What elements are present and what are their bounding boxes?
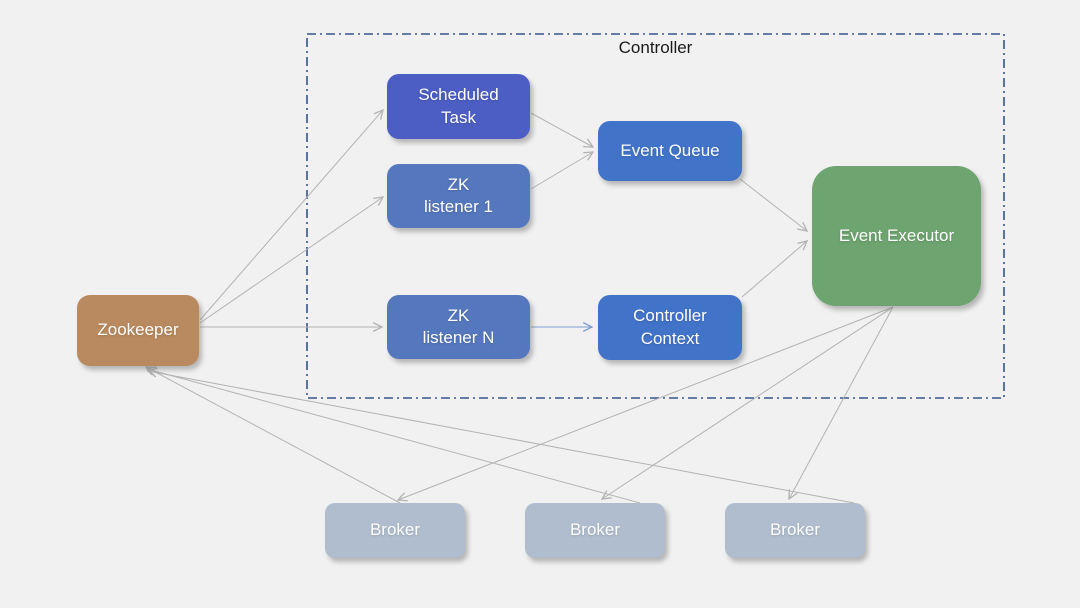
edge-zookeeper-to-scheduled-task (199, 110, 383, 321)
edge-event-executor-to-broker-1 (398, 306, 894, 500)
node-scheduled-task: Scheduled Task (387, 74, 530, 139)
edge-event-queue-to-event-executor (739, 178, 807, 231)
edge-scheduled-task-to-event-queue (530, 112, 593, 147)
node-broker-2-label: Broker (569, 520, 621, 540)
node-zk-listener-n-label-line1: ZK (447, 305, 470, 325)
node-zk-listener-1-label-line1: ZK (447, 174, 470, 194)
edge-zookeeper-to-zk-listener-1 (199, 197, 383, 324)
edge-event-executor-to-broker-2 (602, 306, 894, 499)
node-broker-3: Broker (725, 503, 865, 558)
node-scheduled-task-label-line1: Scheduled (418, 85, 499, 105)
edge-controller-context-to-event-executor (741, 241, 807, 298)
controller-boundary (306, 33, 1005, 399)
node-controller-context-label-line2: Context (640, 328, 700, 348)
node-controller-context: Controller Context (598, 295, 742, 360)
node-event-executor-label: Event Executor (838, 225, 955, 245)
node-event-queue: Event Queue (598, 121, 742, 181)
edge-broker-2-to-zookeeper (147, 369, 641, 504)
controller-group-label: Controller (618, 38, 693, 57)
node-controller-context-label-line1: Controller (633, 306, 707, 326)
edge-broker-3-to-zookeeper (148, 371, 855, 504)
edge-broker-1-to-zookeeper (146, 367, 401, 504)
node-broker-2: Broker (525, 503, 665, 558)
node-zk-listener-1: ZK listener 1 (387, 164, 530, 228)
edge-zk-listener-1-to-event-queue (530, 152, 593, 190)
node-zookeeper-label: Zookeeper (97, 320, 179, 340)
node-event-queue-label: Event Queue (620, 140, 720, 160)
edge-event-executor-to-broker-3 (789, 306, 894, 499)
node-zk-listener-1-label-line2: listener 1 (424, 197, 493, 216)
node-zk-listener-n-label-line2: listener N (422, 328, 495, 347)
node-zookeeper: Zookeeper (77, 295, 199, 366)
node-broker-3-label: Broker (769, 520, 821, 540)
node-event-executor: Event Executor (812, 166, 981, 306)
node-broker-1: Broker (325, 503, 465, 558)
node-zk-listener-n: ZK listener N (387, 295, 530, 359)
node-scheduled-task-label-line2: Task (441, 107, 476, 127)
node-broker-1-label: Broker (369, 520, 421, 540)
